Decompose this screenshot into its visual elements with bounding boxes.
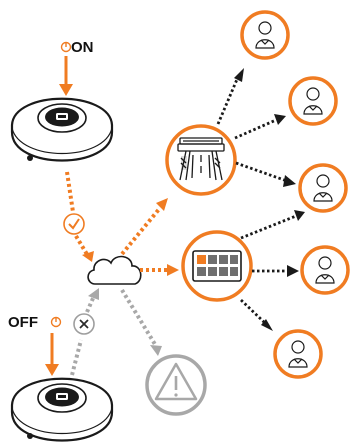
x-icon (74, 314, 94, 334)
cloud-icon (88, 257, 141, 284)
warning-icon (147, 356, 205, 414)
connector-off-path (72, 340, 81, 375)
user-2 (290, 78, 336, 124)
connector-cloud-warning (122, 290, 156, 346)
user-3 (300, 165, 346, 211)
check-icon (64, 214, 84, 234)
off-arrow (45, 333, 59, 376)
panel-node (183, 232, 251, 300)
connector-cloud-gate (122, 208, 160, 254)
power-on-icon (62, 43, 71, 52)
connector-on-path (67, 172, 73, 212)
dome-device-off (12, 379, 112, 441)
user-4 (302, 247, 348, 293)
gate-node (167, 126, 235, 194)
connector-x-cloud (87, 296, 94, 312)
power-off-icon (52, 318, 61, 327)
gate-arrowheads (234, 68, 296, 187)
on-arrow (59, 56, 73, 96)
user-5 (275, 331, 321, 377)
dome-device-on (12, 99, 112, 161)
panel-icon (193, 251, 241, 281)
connector-check-cloud (76, 236, 88, 256)
user-1 (242, 12, 288, 58)
